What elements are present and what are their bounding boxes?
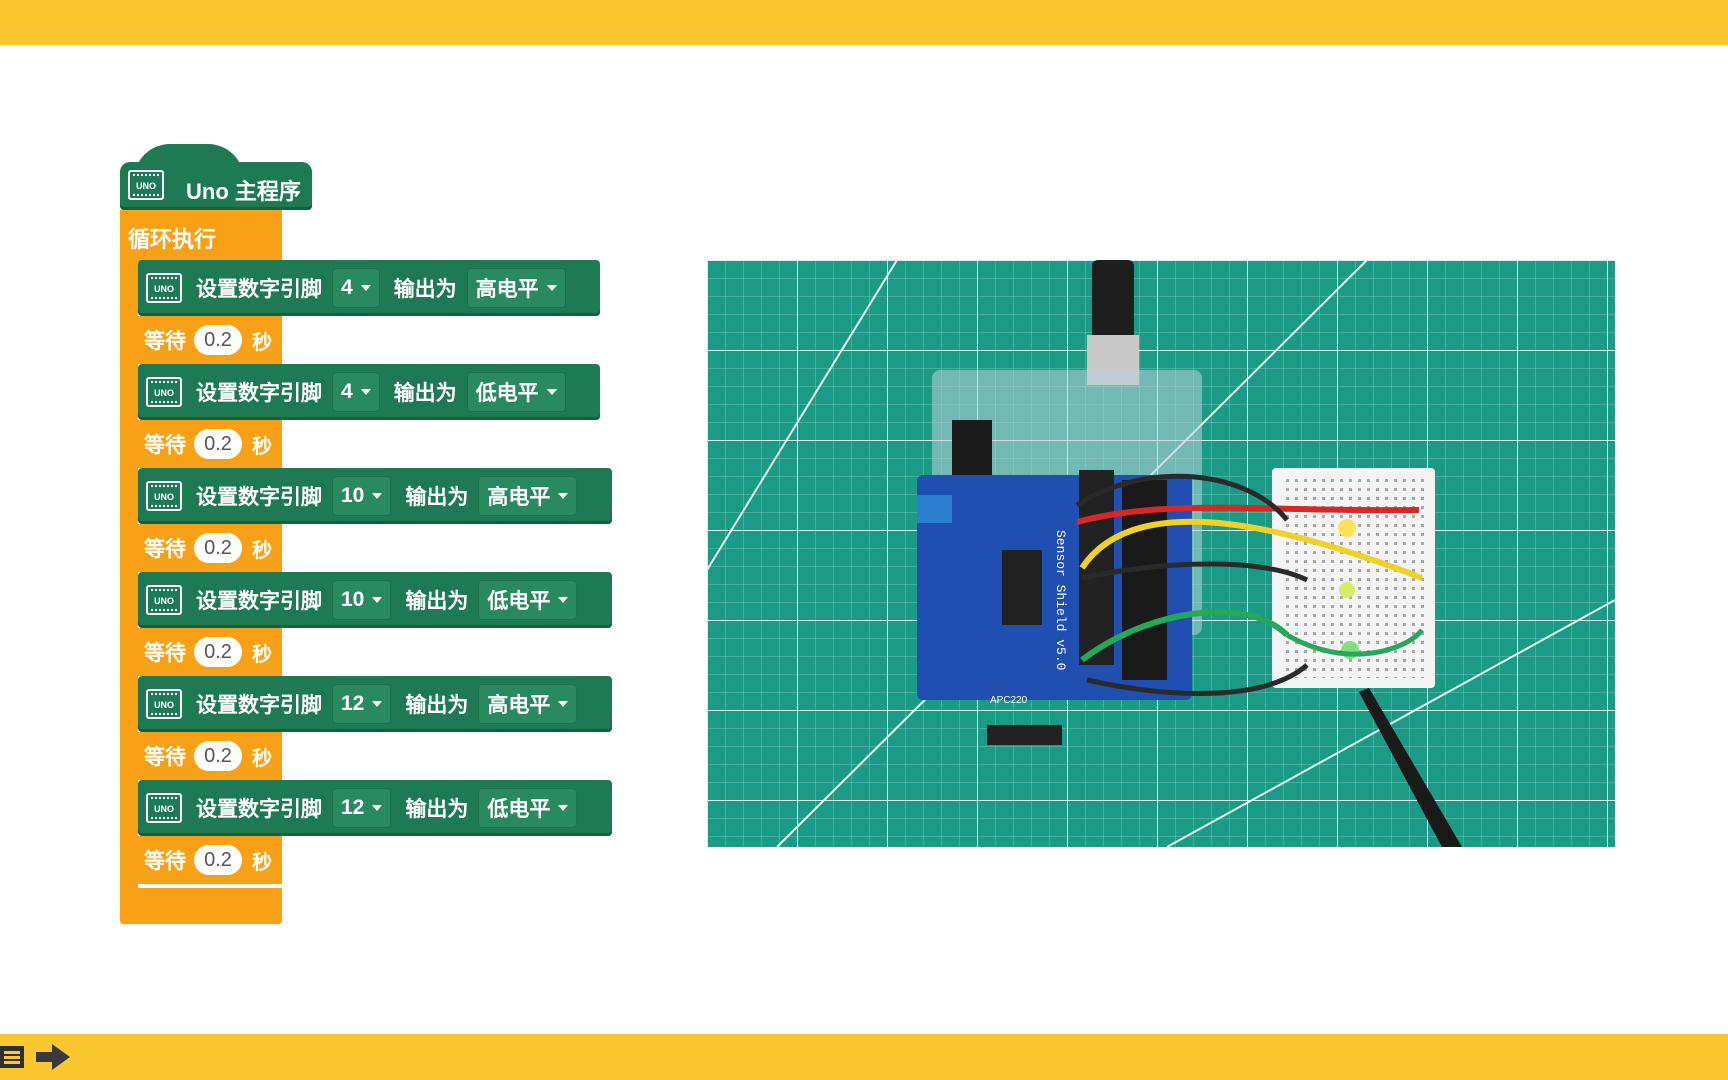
caret-down-icon [372,701,383,707]
level-dropdown[interactable]: 低电平 [478,788,578,828]
wait-label: 等待 [144,538,186,561]
set-pin-block[interactable]: UNO 设置数字引脚 10 输出为 低电平 [138,572,612,628]
wait-label: 等待 [144,642,186,665]
wait-label: 等待 [144,330,186,353]
pin-dropdown[interactable]: 4 [332,372,380,412]
level-dropdown[interactable]: 低电平 [478,580,578,620]
wait-block[interactable]: 等待 0.2 秒 [138,628,282,676]
main-program-label: Uno 主程序 [186,179,301,204]
uno-board-icon: UNO [128,170,164,200]
seconds-label: 秒 [252,539,272,562]
wait-seconds-input[interactable]: 0.2 [194,325,242,355]
set-pin-label: 设置数字引脚 [196,382,322,405]
loop-foot [120,888,282,924]
caret-down-icon [360,285,371,291]
seconds-label: 秒 [252,331,272,354]
set-pin-label: 设置数字引脚 [196,798,322,821]
wait-block[interactable]: 等待 0.2 秒 [138,420,282,468]
set-pin-block[interactable]: UNO 设置数字引脚 12 输出为 高电平 [138,676,612,732]
seconds-label: 秒 [252,435,272,458]
caret-down-icon [372,805,383,811]
loop-label: 循环执行 [128,227,217,252]
output-label: 输出为 [405,486,469,509]
seconds-label: 秒 [252,747,272,770]
top-bar [0,0,1728,45]
wait-label: 等待 [144,434,186,457]
pin-dropdown[interactable]: 4 [332,268,380,308]
wait-seconds-input[interactable]: 0.2 [194,429,242,459]
caret-down-icon [372,493,383,499]
wait-block[interactable]: 等待 0.2 秒 [138,316,282,364]
set-pin-block[interactable]: UNO 设置数字引脚 4 输出为 低电平 [138,364,600,420]
set-pin-label: 设置数字引脚 [196,278,322,301]
output-label: 输出为 [405,798,469,821]
seconds-label: 秒 [252,851,272,874]
pin-dropdown[interactable]: 12 [332,788,392,828]
wait-label: 等待 [144,746,186,769]
wait-block[interactable]: 等待 0.2 秒 [138,732,282,780]
uno-board-icon: UNO [146,585,182,615]
caret-down-icon [372,597,383,603]
set-pin-block[interactable]: UNO 设置数字引脚 12 输出为 低电平 [138,780,612,836]
level-dropdown[interactable]: 高电平 [478,684,578,724]
block-program: UNO Uno 主程序 循环执行 UNO 设置数字引脚 4 输出为 高电平 等待… [120,144,640,924]
output-label: 输出为 [393,278,457,301]
circuit-photo: Sensor Shield v5.0 APC220 [707,260,1615,847]
caret-down-icon [546,285,557,291]
loop-arm [120,262,138,918]
wait-block[interactable]: 等待 0.2 秒 [138,524,282,572]
pin-dropdown[interactable]: 12 [332,684,392,724]
loop-block[interactable]: 循环执行 [120,210,282,262]
level-dropdown[interactable]: 高电平 [478,476,578,516]
uno-board-icon: UNO [146,689,182,719]
module-label: APC220 [990,695,1028,706]
level-dropdown[interactable]: 低电平 [466,372,566,412]
uno-board-icon: UNO [146,273,182,303]
wait-seconds-input[interactable]: 0.2 [194,845,242,875]
caret-down-icon [558,493,569,499]
caret-down-icon [558,597,569,603]
set-pin-block[interactable]: UNO 设置数字引脚 4 输出为 高电平 [138,260,600,316]
set-pin-label: 设置数字引脚 [196,486,322,509]
circuit-photo-image: Sensor Shield v5.0 APC220 [707,260,1615,847]
wait-block[interactable]: 等待 0.2 秒 [138,836,282,884]
bottom-bar [0,1034,1728,1080]
caret-down-icon [558,701,569,707]
board-label: Sensor Shield v5.0 [1053,530,1068,670]
uno-board-icon: UNO [146,793,182,823]
level-dropdown[interactable]: 高电平 [466,268,566,308]
wait-label: 等待 [144,850,186,873]
caret-down-icon [360,389,371,395]
set-pin-label: 设置数字引脚 [196,694,322,717]
set-pin-block[interactable]: UNO 设置数字引脚 10 输出为 高电平 [138,468,612,524]
pin-dropdown[interactable]: 10 [332,580,392,620]
wait-seconds-input[interactable]: 0.2 [194,637,242,667]
output-label: 输出为 [405,590,469,613]
arrow-right-icon[interactable] [34,1042,72,1072]
output-label: 输出为 [405,694,469,717]
wait-seconds-input[interactable]: 0.2 [194,741,242,771]
uno-board-icon: UNO [146,377,182,407]
caret-down-icon [558,805,569,811]
set-pin-label: 设置数字引脚 [196,590,322,613]
seconds-label: 秒 [252,643,272,666]
menu-icon[interactable] [0,1044,26,1070]
output-label: 输出为 [393,382,457,405]
uno-board-icon: UNO [146,481,182,511]
caret-down-icon [546,389,557,395]
loop-body: UNO 设置数字引脚 4 输出为 高电平 等待 0.2 秒 UNO 设置数字引脚… [138,260,638,884]
pin-dropdown[interactable]: 10 [332,476,392,516]
wait-seconds-input[interactable]: 0.2 [194,533,242,563]
main-program-block[interactable]: UNO Uno 主程序 [120,144,312,210]
